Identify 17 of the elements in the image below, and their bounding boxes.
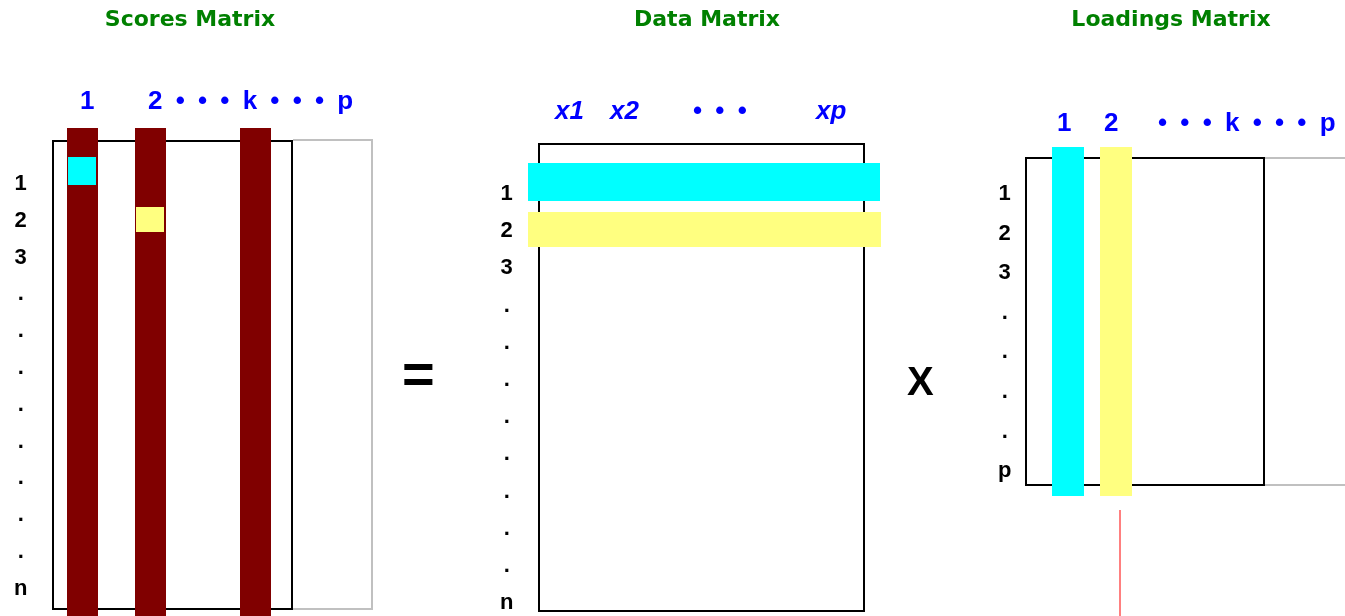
matrix-title: Loadings Matrix bbox=[1071, 6, 1271, 31]
row-numbers: 1 2 3 . . . . p bbox=[998, 179, 1012, 485]
column-numbers: 2 • • • k • • • p bbox=[148, 85, 354, 115]
equals-sign: = bbox=[402, 346, 435, 402]
column-number: 1 bbox=[80, 85, 95, 115]
matrix-title: Scores Matrix bbox=[104, 6, 276, 31]
ellipsis: • • • bbox=[693, 95, 747, 125]
variable-name: x1 bbox=[555, 95, 584, 125]
column-numbers: • • • k • • • p bbox=[1158, 107, 1336, 137]
variable-name: x2 bbox=[610, 95, 639, 125]
matrix-title: Data Matrix bbox=[634, 6, 780, 31]
row-numbers: 1 2 3 . . . . . . . . n bbox=[14, 169, 28, 602]
column-number: 2 bbox=[1104, 107, 1119, 137]
column-number: 1 bbox=[1057, 107, 1072, 137]
row-numbers: 1 2 3 . . . . . . . . n bbox=[500, 179, 514, 616]
multiplication-sign: X bbox=[907, 358, 934, 405]
variable-name: xp bbox=[816, 95, 847, 125]
